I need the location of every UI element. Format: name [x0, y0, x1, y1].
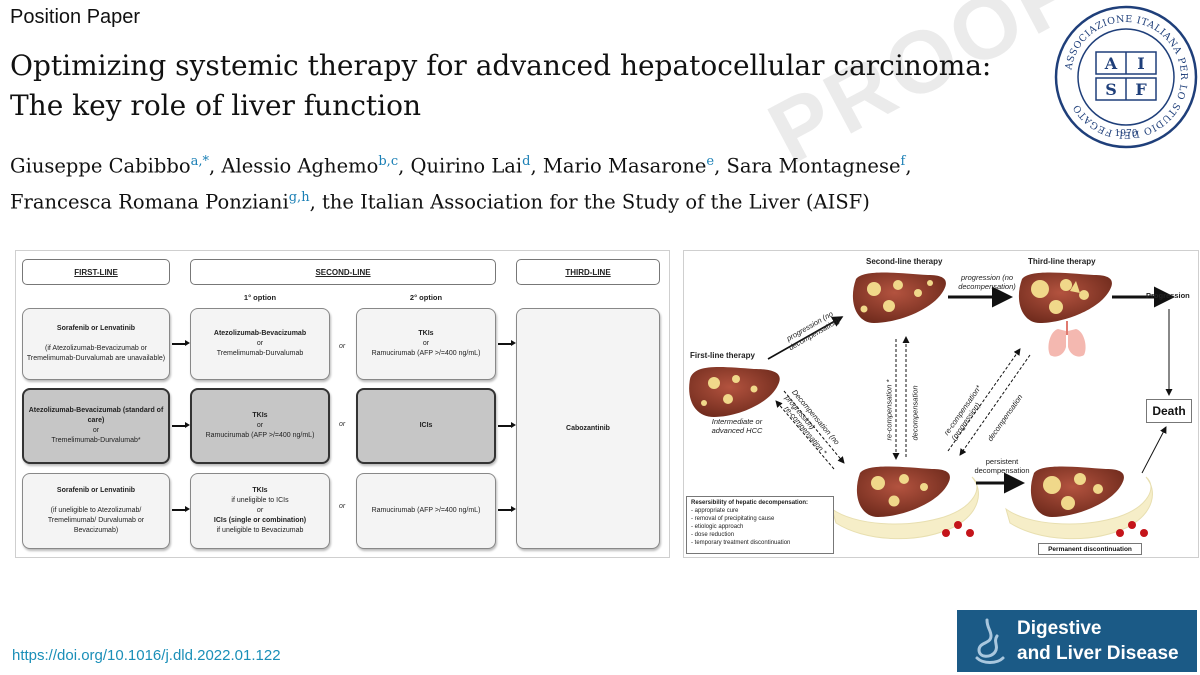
- arrow-right: [172, 422, 190, 428]
- legend-title: Resersibility of hepatic decompensation:: [691, 500, 809, 506]
- author-affiliation[interactable]: g,h: [288, 189, 310, 205]
- seal-letter-s: S: [1105, 80, 1117, 99]
- author-name: Alessio Aghemo: [221, 154, 379, 178]
- aisf-seal-logo: ASSOCIAZIONE ITALIANA PER LO STUDIO DEL …: [1054, 5, 1198, 149]
- recompensation-label: re-compensation *: [884, 379, 894, 441]
- author-group: the Italian Association for the Study of…: [321, 190, 870, 213]
- third-line-box: Cabozantinib: [516, 308, 660, 549]
- first-line-box-2: Atezolizumab-Bevacizumab (standard of ca…: [22, 388, 170, 464]
- doi-link[interactable]: https://doi.org/10.1016/j.dld.2022.01.12…: [12, 647, 281, 664]
- second-line-therapy-label: Second-line therapy: [866, 257, 943, 266]
- journal-logo: Digestive and Liver Disease: [957, 610, 1197, 672]
- author-name: Sara Montagnese: [726, 154, 901, 178]
- legend-item: - appropriate cure: [691, 508, 739, 514]
- legend-item: - temporary treatment discontinuation: [691, 540, 791, 546]
- seal-letter-a: A: [1104, 54, 1118, 73]
- author-name: Mario Masarone: [542, 154, 707, 178]
- author-affiliation[interactable]: d: [522, 154, 531, 169]
- second-line-option1-box-1: Atezolizumab-Bevacizumab or Tremelimumab…: [190, 308, 330, 380]
- author-affiliation[interactable]: b,c: [378, 154, 399, 169]
- paper-title: Optimizing systemic therapy for advanced…: [10, 46, 1050, 126]
- author-name: Francesca Romana Ponziani: [10, 190, 289, 213]
- first-line-box-1: Sorafenib or Lenvatinib (if Atezolizumab…: [22, 308, 170, 380]
- journal-name-line-2: and Liver Disease: [1017, 643, 1179, 664]
- author-line-2: Francesca Romana Ponzianig,h, the Italia…: [10, 189, 870, 214]
- reversibility-legend: Resersibility of hepatic decompensation:…: [686, 496, 834, 554]
- third-line-header: THIRD-LINE: [516, 259, 660, 285]
- liver-function-figure: Second-line therapy Third-line therapy F…: [683, 250, 1199, 558]
- second-line-header: SECOND-LINE: [190, 259, 496, 285]
- or-label: or: [339, 503, 346, 510]
- liver-second-line-illustration: [852, 272, 946, 323]
- arrow-right: [498, 422, 516, 428]
- progression-no-decomp-label: progression (no decompensation): [958, 273, 1016, 291]
- arrow-right: [498, 506, 516, 512]
- first-line-header: FIRST-LINE: [22, 259, 170, 285]
- arrow-right: [172, 340, 190, 346]
- option-2-label: 2° option: [409, 293, 443, 302]
- author-name: Quirino Lai: [410, 154, 523, 178]
- legend-item: - dose reduction: [691, 532, 735, 538]
- author-affiliation[interactable]: e: [706, 154, 715, 169]
- liver-decompensated-illustration-2: [1005, 466, 1153, 540]
- permanent-discontinuation-box: Permanent discontinuation: [1038, 543, 1142, 555]
- progression-label: Progression: [1146, 291, 1190, 300]
- first-line-therapy-label: First-line therapy: [690, 351, 755, 360]
- second-line-option2-box-1: TKIs or Ramucirumab (AFP >/=400 ng/mL): [356, 308, 496, 380]
- article-type-label: Position Paper: [10, 6, 141, 28]
- decompensation-label: decompensation: [910, 385, 920, 441]
- first-line-box-3: Sorafenib or Lenvatinib (if uneligible t…: [22, 473, 170, 549]
- seal-letter-i: I: [1137, 54, 1144, 73]
- journal-name-line-1: Digestive: [1017, 618, 1102, 639]
- title-line-2: The key role of liver function: [10, 89, 422, 122]
- second-line-option1-box-3: TKIs if uneligible to ICIs or ICIs (sing…: [190, 473, 330, 549]
- liver-third-line-illustration: [1018, 272, 1112, 357]
- liver-flow-diagram: [689, 272, 1175, 540]
- or-label: or: [339, 421, 346, 428]
- second-line-option1-box-2: TKIs or Ramucirumab (AFP >/=400 ng/mL): [190, 388, 330, 464]
- title-line-1: Optimizing systemic therapy for advanced…: [10, 49, 992, 82]
- legend-item: - etiologic approach: [691, 524, 744, 530]
- author-affiliation[interactable]: a,*: [190, 154, 209, 169]
- author-affiliation[interactable]: f: [900, 154, 906, 169]
- legend-item: - removal of precipitating cause: [691, 516, 775, 522]
- digestive-tract-icon: [975, 618, 1005, 664]
- liver-decompensated-illustration-1: [831, 466, 979, 540]
- death-box: Death: [1146, 399, 1192, 423]
- seal-letter-f: F: [1135, 80, 1147, 99]
- persistent-decompensation-label: persistent decompensation: [974, 457, 1030, 475]
- liver-first-line-illustration: [689, 367, 780, 417]
- second-line-option2-box-2: ICIs: [356, 388, 496, 464]
- third-line-therapy-label: Third-line therapy: [1028, 257, 1096, 266]
- option-1-label: 1° option: [243, 293, 277, 302]
- author-name: Giuseppe Cabibbo: [10, 154, 191, 178]
- second-line-option2-box-3: Ramucirumab (AFP >/=400 ng/mL): [356, 473, 496, 549]
- or-label: or: [339, 343, 346, 350]
- seal-year: 1970: [1115, 129, 1138, 139]
- arrow-right: [498, 340, 516, 346]
- arrow-right: [172, 506, 190, 512]
- author-list: Giuseppe Cabibboa,*, Alessio Aghemob,c, …: [10, 146, 1070, 217]
- treatment-sequence-figure: FIRST-LINE SECOND-LINE THIRD-LINE 1° opt…: [15, 250, 670, 558]
- author-line-1: Giuseppe Cabibboa,*, Alessio Aghemob,c, …: [10, 154, 912, 178]
- hcc-stage-label: Intermediate or advanced HCC: [711, 417, 763, 435]
